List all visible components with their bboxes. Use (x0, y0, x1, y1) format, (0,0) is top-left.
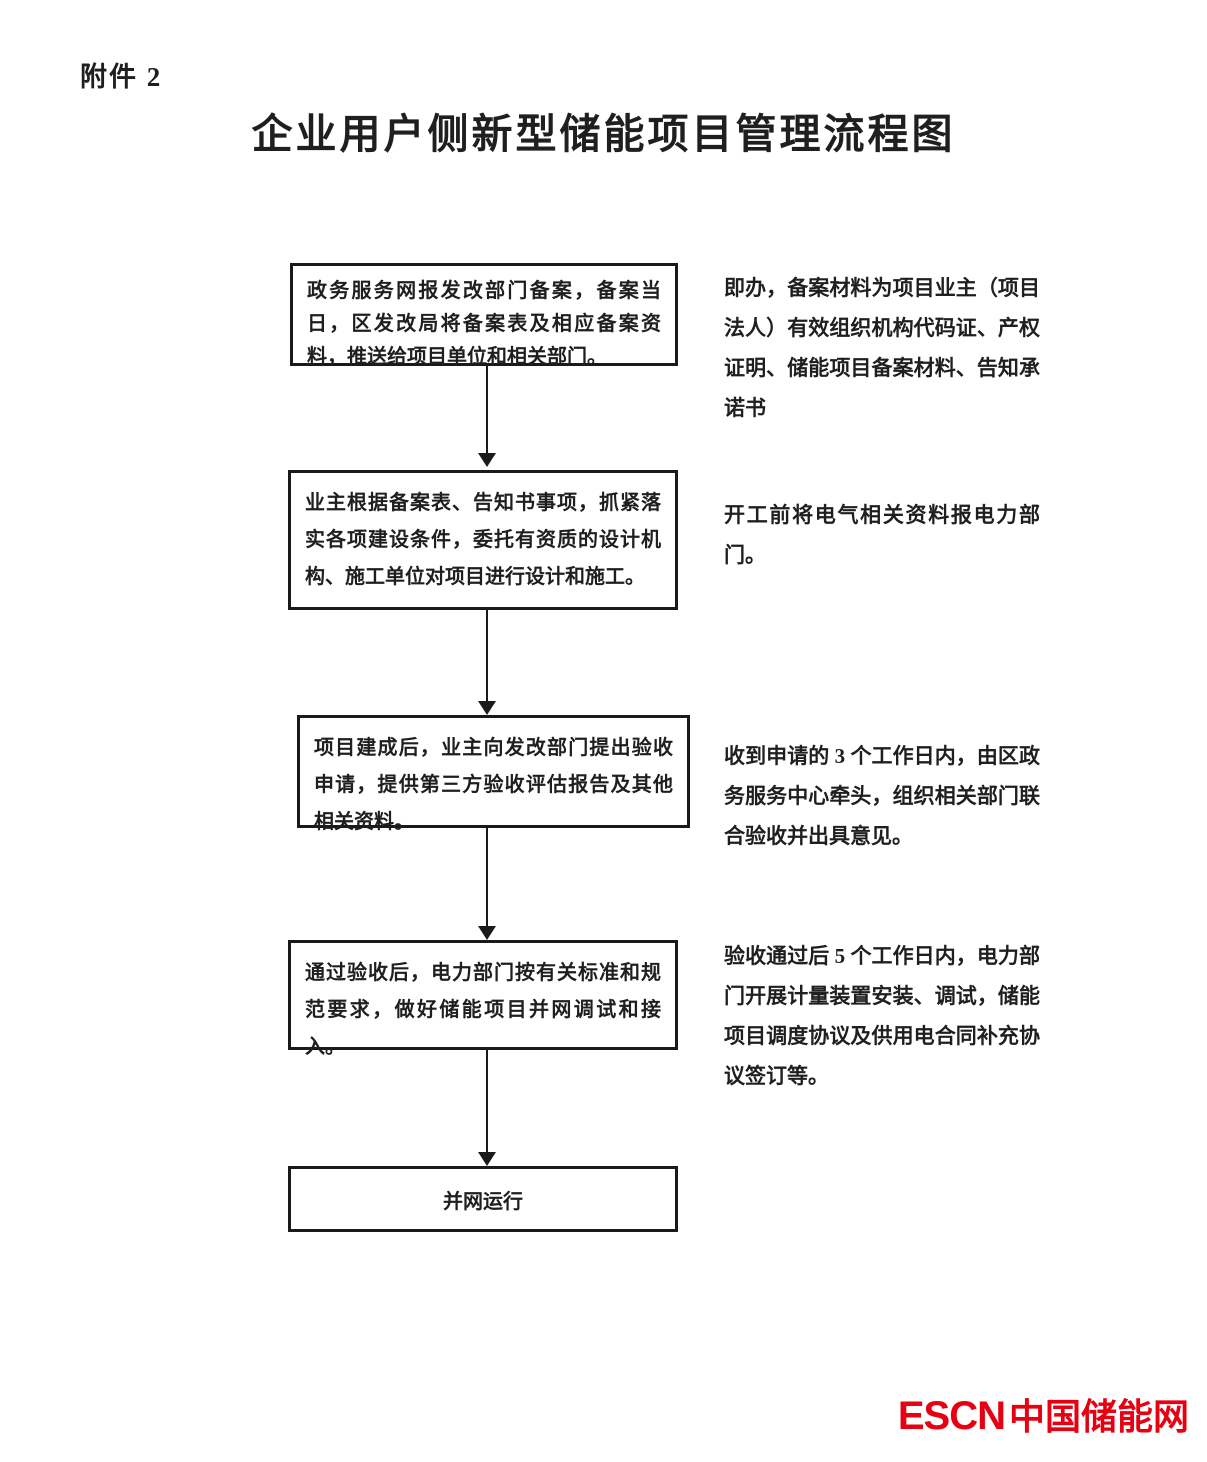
flow-step-1-note: 即办，备案材料为项目业主（项目法人）有效组织机构代码证、产权证明、储能项目备案材… (724, 276, 1040, 420)
flow-step-1-box: 政务服务网报发改部门备案，备案当日，区发改局将备案表及相应备案资料，推送给项目单… (290, 263, 678, 368)
flow-arrow-4-line (486, 1050, 488, 1153)
arrow-down-icon (478, 926, 496, 940)
flow-arrow-1-line (486, 366, 488, 454)
logo-cn-text: 中国储能网 (1008, 1396, 1189, 1437)
attachment-label: 附件 2 (80, 62, 163, 92)
page-title: 企业用户侧新型储能项目管理流程图 (251, 111, 956, 157)
flow-step-4-box: 通过验收后，电力部门按有关标准和规范要求，做好储能项目并网调试和接入。 (288, 940, 678, 1058)
flow-step-3-box: 项目建成后，业主向发改部门提出验收申请，提供第三方验收评估报告及其他相关资料。 (297, 715, 690, 833)
flow-step-5-text: 并网运行 (443, 1191, 523, 1213)
flow-step-2-box: 业主根据备案表、告知书事项，抓紧落实各项建设条件，委托有资质的设计机构、施工单位… (288, 470, 678, 610)
flow-arrow-2-line (486, 610, 488, 702)
flow-arrow-3-line (486, 828, 488, 926)
arrow-down-icon (478, 453, 496, 467)
flow-step-5-box: 并网运行 (288, 1166, 678, 1232)
flow-step-4-note: 验收通过后 5 个工作日内，电力部门开展计量装置安装、调试，储能项目调度协议及供… (724, 944, 1040, 1088)
flow-step-3-note: 收到申请的 3 个工作日内，由区政务服务中心牵头，组织相关部门联合验收并出具意见… (724, 744, 1040, 848)
flow-step-2-note: 开工前将电气相关资料报电力部门。 (724, 503, 1040, 567)
logo-escn-text: ESCN (897, 1394, 1006, 1438)
arrow-down-icon (478, 1152, 496, 1166)
flow-step-1-text: 政务服务网报发改部门备案，备案当日，区发改局将备案表及相应备案资料，推送给项目单… (307, 280, 661, 368)
arrow-down-icon (478, 701, 496, 715)
flow-step-2-text: 业主根据备案表、告知书事项，抓紧落实各项建设条件，委托有资质的设计机构、施工单位… (305, 492, 661, 588)
flow-step-3-text: 项目建成后，业主向发改部门提出验收申请，提供第三方验收评估报告及其他相关资料。 (314, 737, 673, 833)
flow-step-4-text: 通过验收后，电力部门按有关标准和规范要求，做好储能项目并网调试和接入。 (305, 962, 661, 1058)
